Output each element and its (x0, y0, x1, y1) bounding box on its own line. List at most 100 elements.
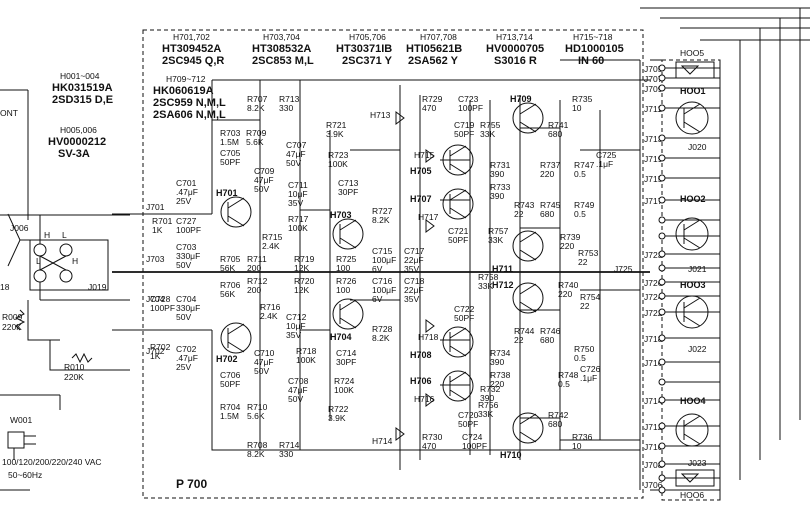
component-labels: R7078.2KR713330R7031.5MR7095.6KC70550PFC… (150, 94, 617, 459)
component-ref-r753: R753 (578, 248, 599, 258)
svg-text:2SC853 M,L: 2SC853 M,L (252, 55, 314, 67)
svg-text:L: L (62, 230, 67, 240)
component-ref-r732: R732 (480, 384, 501, 394)
component-value-r750: 0.5 (574, 353, 586, 363)
component-value-r705: 56K (220, 263, 235, 273)
svg-text:H704: H704 (330, 332, 352, 342)
svg-text:2SC959 N,M,L: 2SC959 N,M,L (153, 97, 226, 109)
svg-text:J704: J704 (146, 294, 165, 304)
component-ref-r737: R737 (540, 160, 561, 170)
svg-text:H716: H716 (414, 394, 435, 404)
component-value-r736: 10 (572, 441, 582, 451)
component-value-r742: 680 (548, 419, 562, 429)
svg-text:J719: J719 (644, 154, 663, 164)
component-value-r728: 8.2K (372, 333, 390, 343)
terminal-dot (658, 264, 666, 272)
svg-text:HOO6: HOO6 (680, 490, 704, 500)
component-value-r725: 100 (336, 263, 350, 273)
component-ref-c708: C708 (288, 376, 309, 386)
top-rails (640, 7, 810, 41)
component-ref-r723: R723 (328, 150, 349, 160)
svg-text:J021: J021 (688, 264, 707, 274)
component-value-c702: .47μF (176, 353, 198, 363)
terminal-dot (658, 64, 666, 72)
svg-text:J020: J020 (688, 142, 707, 152)
component-ref-r748: R748 (558, 370, 579, 380)
component-value-r706: 56K (220, 289, 235, 299)
terminal-dot (658, 154, 666, 162)
component-ref-c716: C716 (372, 276, 393, 286)
component-value-r746: 680 (540, 335, 554, 345)
component-ref-r735: R735 (572, 94, 593, 104)
svg-text:J019: J019 (88, 282, 107, 292)
svg-text:H005,006: H005,006 (60, 125, 97, 135)
component-value-r749: 0.5 (574, 209, 586, 219)
component-value-c717: 35V (404, 264, 419, 274)
svg-text:220K: 220K (2, 322, 22, 332)
component-value-c713: 30PF (338, 187, 358, 197)
component-value-r730: 470 (422, 441, 436, 451)
component-ref-c726: C726 (580, 364, 601, 374)
svg-text:R009: R009 (2, 312, 23, 322)
terminal-dot (658, 292, 666, 300)
component-ref-r728: R728 (372, 324, 393, 334)
svg-text:H710: H710 (500, 450, 522, 460)
terminal-dot (658, 104, 666, 112)
terminal-dot (658, 460, 666, 468)
component-ref-r758: R758 (478, 272, 499, 282)
component-value-r738: 220 (490, 379, 504, 389)
component-value-r727: 8.2K (372, 215, 390, 225)
svg-text:18: 18 (0, 282, 10, 292)
svg-text:IN 60: IN 60 (578, 55, 604, 67)
component-ref-r743: R743 (514, 200, 535, 210)
component-value-c703: 50V (176, 260, 191, 270)
component-ref-r717: R717 (288, 214, 309, 224)
svg-text:HOO4: HOO4 (680, 396, 706, 406)
component-ref-r716: R716 (260, 302, 281, 312)
terminal-dot (658, 84, 666, 92)
component-ref-c725: C725 (596, 150, 617, 160)
svg-text:H707: H707 (410, 194, 432, 204)
svg-text:HOO2: HOO2 (680, 194, 706, 204)
component-ref-r720: R720 (294, 276, 315, 286)
component-value-r754: 22 (580, 301, 590, 311)
board-label: P 700 (176, 477, 207, 491)
left-edge: ONT 18 J006 J019 H L L H R009 220K R010 … (0, 89, 130, 491)
svg-text:SV-3A: SV-3A (58, 148, 90, 160)
component-ref-c706: C706 (220, 370, 241, 380)
component-ref-c718: C718 (404, 276, 425, 286)
svg-text:H: H (72, 256, 78, 266)
svg-text:J703: J703 (146, 254, 165, 264)
component-value-c724: 100PF (462, 441, 487, 451)
component-value-c707: 50V (286, 158, 301, 168)
component-ref-r730: R730 (422, 432, 443, 442)
component-value-c717: 22μF (404, 255, 424, 265)
component-ref-r704: R704 (220, 402, 241, 412)
component-ref-c707: C707 (286, 140, 307, 150)
component-value-r715: 2.4K (262, 241, 280, 251)
component-value-c711: 35V (288, 198, 303, 208)
svg-text:J707: J707 (644, 74, 663, 84)
svg-text:H001~004: H001~004 (60, 71, 100, 81)
component-ref-c713: C713 (338, 178, 359, 188)
svg-text:H702: H702 (216, 354, 238, 364)
svg-text:H711: H711 (492, 264, 513, 274)
component-value-r712: 200 (247, 285, 261, 295)
component-value-c707: 47μF (286, 149, 306, 159)
svg-text:HOO1: HOO1 (680, 86, 706, 96)
terminal-dot (658, 216, 666, 224)
svg-text:R010: R010 (64, 362, 85, 372)
component-ref-r727: R727 (372, 206, 393, 216)
component-ref-c727: C727 (176, 216, 197, 226)
svg-text:J722: J722 (644, 308, 663, 318)
terminal-dot (658, 396, 666, 404)
component-value-r737: 220 (540, 169, 554, 179)
svg-text:J006: J006 (10, 223, 29, 233)
header-parts: H701,702 HT309452A 2SC945 Q,R H703,704 H… (48, 32, 624, 160)
svg-text:2SD315 D,E: 2SD315 D,E (52, 94, 113, 106)
terminal-dot (658, 134, 666, 142)
component-value-r716: 2.4K (260, 311, 278, 321)
component-value-r701: 1K (152, 225, 163, 235)
component-value-c716: 100μF (372, 285, 396, 295)
svg-text:J701: J701 (146, 202, 165, 212)
